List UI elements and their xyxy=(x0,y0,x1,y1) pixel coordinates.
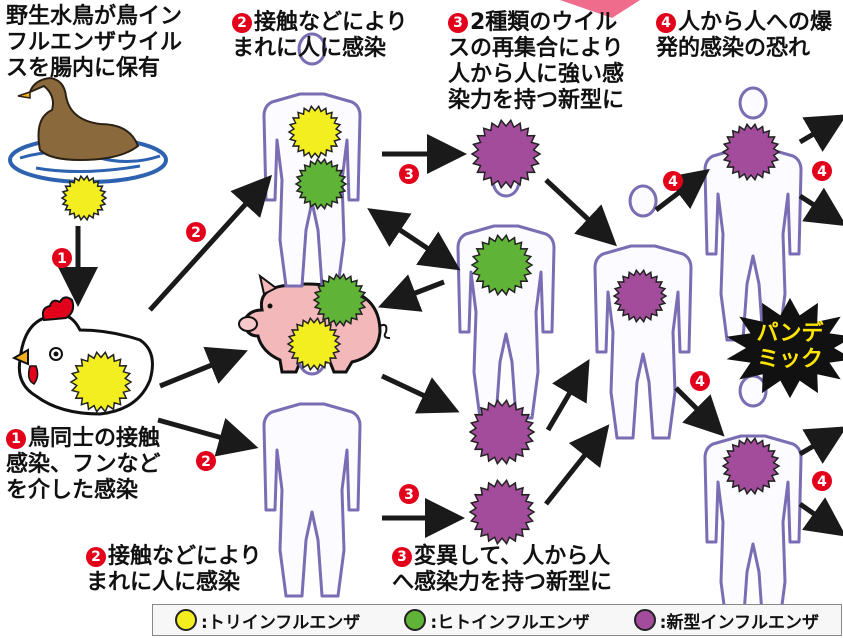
step-number: 2 xyxy=(232,13,252,33)
step-badge-b4d: 4 xyxy=(812,471,832,491)
step-badge-b1: 1 xyxy=(52,248,72,268)
new-flu-virus-icon xyxy=(633,609,656,631)
step-number: 3 xyxy=(448,13,468,33)
caption-line: まれに人に感染 xyxy=(232,36,387,61)
arrow-spread-up xyxy=(654,168,710,212)
new-flu-virus-icon xyxy=(468,478,536,546)
caption-line: フルエンザウイル xyxy=(6,30,183,55)
step-badge-number: 3 xyxy=(404,167,414,183)
caption-line: 接触などにより xyxy=(108,544,262,569)
arrow-human-pig-exchange xyxy=(367,208,461,271)
arrow-spread-bottom-1 xyxy=(798,426,843,464)
step-badge-number: 2 xyxy=(201,454,211,470)
step-badge-number: 4 xyxy=(817,474,827,490)
step-badge-number: 4 xyxy=(695,374,705,390)
caption-line: 接触などにより xyxy=(254,10,408,35)
caption-line: 染力を持つ新型に xyxy=(448,88,625,113)
new-flu-virus-icon xyxy=(468,398,536,466)
step-badge-number: 4 xyxy=(668,174,678,190)
duck-on-water xyxy=(8,76,168,184)
human-figure-bottom-left xyxy=(262,342,362,598)
legend-item-new-flu: :新型インフルエンザ xyxy=(633,608,819,633)
human-flu-virus-icon xyxy=(470,233,534,297)
bird-flu-virus-icon xyxy=(286,316,342,372)
caption-line: 発的感染の恐れ xyxy=(656,36,811,61)
arrow-chicken-to-human-bottom xyxy=(157,417,259,457)
bird-flu-virus-icon xyxy=(60,174,108,222)
pandemic-label-line2: ミック xyxy=(757,347,823,372)
caption-line: 変異して、人から人 xyxy=(414,544,611,569)
legend-label: :トリインフルエンザ xyxy=(201,612,361,633)
step-badge-number: 3 xyxy=(404,487,414,503)
step-badge-number: 2 xyxy=(191,225,201,241)
caption-line: 2種類のウイル xyxy=(470,10,618,35)
caption-line: スの再集合により xyxy=(448,36,624,61)
arrows xyxy=(58,114,843,538)
step-number: 1 xyxy=(6,429,26,449)
caption-line: まれに人に感染 xyxy=(86,570,241,595)
caption-line: スを腸内に保有 xyxy=(6,56,161,81)
human-figure-top-left xyxy=(262,32,362,288)
pandemic-label-line1: パンデ xyxy=(756,320,824,346)
step-badge-b4c: 4 xyxy=(812,161,832,181)
step-badge-b4b: 4 xyxy=(690,371,710,391)
step-badge-b4a: 4 xyxy=(663,171,683,191)
step-badge-number: 4 xyxy=(817,164,827,180)
step-badge-b2b: 2 xyxy=(196,451,216,471)
bird-flu-virus-icon xyxy=(287,104,343,160)
arrow-spread-bottom-2 xyxy=(798,497,843,537)
arrow-mid-virus-to-human xyxy=(545,359,590,432)
step-number: 4 xyxy=(656,13,676,33)
caption-line: へ感染力を持つ新型に xyxy=(392,570,613,595)
step-number: 3 xyxy=(392,547,412,567)
new-flu-virus-icon xyxy=(721,122,781,182)
step-badge-b3a: 3 xyxy=(399,164,419,184)
caption-line: 野生水鳥が鳥イン xyxy=(6,4,183,29)
caption-line: 人から人への爆 xyxy=(678,10,833,35)
arrow-top-virus-to-human xyxy=(544,178,617,247)
new-flu-virus-icon xyxy=(721,436,781,496)
step-badges: 1 2 2 3 3 4 4 4 4 xyxy=(52,161,832,504)
human-flu-virus-icon xyxy=(312,272,368,328)
caption-line: 感染、フンなど xyxy=(6,452,161,477)
step-badge-number: 1 xyxy=(57,251,67,267)
new-flu-virus-icon xyxy=(470,118,542,190)
legend-label: :新型インフルエンザ xyxy=(659,612,819,633)
step-number: 2 xyxy=(86,547,106,567)
arrow-spread-down xyxy=(674,386,725,437)
arrow-chicken-to-pig xyxy=(159,346,248,389)
legend-item-bird-flu: :トリインフルエンザ xyxy=(175,608,360,633)
human-flu-virus-icon xyxy=(404,609,427,631)
arrow-chicken-to-human-top xyxy=(148,174,273,312)
bird-flu-virus-icon xyxy=(69,350,133,414)
pandemic-burst: パンデ ミック xyxy=(726,297,843,399)
arrow-spread-top-1 xyxy=(798,114,843,152)
legend-label: :ヒトインフルエンザ xyxy=(430,612,590,633)
human-figure-right-bottom xyxy=(703,374,803,630)
human-flu-virus-icon xyxy=(294,157,348,211)
arrow-bottom-virus-to-human xyxy=(544,424,610,506)
caption-line: 人から人に強い感 xyxy=(448,62,625,87)
caption-line: 鳥同士の接触 xyxy=(28,426,161,451)
legend: :トリインフルエンザ :ヒトインフルエンザ :新型インフルエンザ xyxy=(152,604,842,636)
caption-wild-bird: 野生水鳥が鳥イン フルエンザウイル スを腸内に保有 xyxy=(6,4,182,82)
bird-flu-virus-icon xyxy=(175,609,198,631)
arrow-human-to-pig xyxy=(377,274,445,312)
corner-accent xyxy=(560,0,640,18)
legend-item-human-flu: :ヒトインフルエンザ xyxy=(404,608,590,633)
arrow-pig-to-new-virus xyxy=(380,373,460,414)
step-badge-b3b: 3 xyxy=(399,484,419,504)
arrow-spread-top-2 xyxy=(798,187,843,227)
new-flu-virus-icon xyxy=(612,268,668,324)
caption-line: を介した感染 xyxy=(6,478,139,503)
step-badge-b2a: 2 xyxy=(186,222,206,242)
